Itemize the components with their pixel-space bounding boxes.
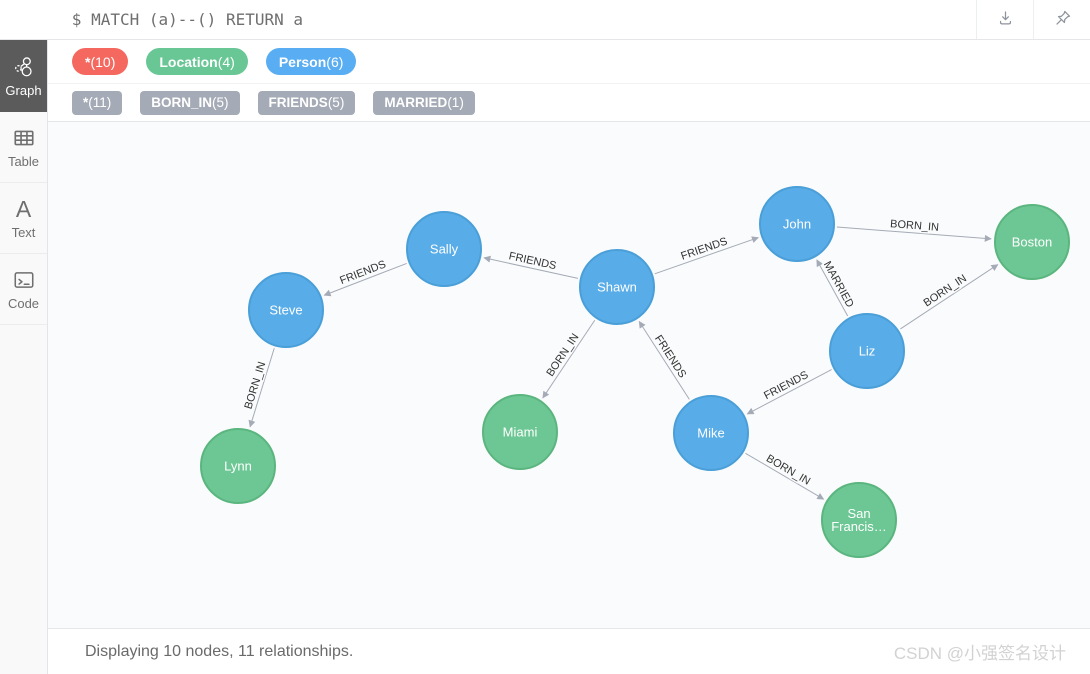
watermark: CSDN @小强签名设计 — [893, 644, 1066, 663]
sidebar-tab-graph[interactable]: Graph — [0, 40, 47, 112]
edge-type-label: FRIENDS — [762, 369, 810, 402]
text-icon: A — [15, 195, 32, 222]
query-actions — [976, 0, 1090, 39]
pin-icon — [1053, 9, 1072, 31]
graph-node[interactable]: John — [759, 186, 835, 262]
sidebar-tab-table[interactable]: Table — [0, 112, 47, 183]
pin-button[interactable] — [1033, 0, 1090, 39]
pill-name: * — [85, 53, 91, 70]
download-button[interactable] — [976, 0, 1033, 39]
graph-node[interactable]: Miami — [482, 394, 558, 470]
node-label-pill[interactable]: Location(4) — [146, 48, 248, 75]
edge-type-label: BORN_IN — [243, 360, 269, 410]
edge-type-label: MARRIED — [821, 259, 856, 309]
code-icon — [12, 267, 36, 293]
edge-type-label: FRIENDS — [652, 333, 688, 380]
graph-edge[interactable]: MARRIED — [816, 258, 857, 317]
query-text: MATCH (a)--() RETURN a — [91, 10, 303, 29]
pill-name: BORN_IN — [151, 95, 213, 110]
graph-edge[interactable]: BORN_IN — [241, 348, 275, 428]
status-text: Displaying 10 nodes, 11 relationships. — [85, 642, 354, 660]
result-view: *(10)Location(4)Person(6) *(11)BORN_IN(5… — [48, 40, 1090, 674]
node-label-pill[interactable]: Person(6) — [265, 48, 357, 75]
graph-edge[interactable]: FRIENDS — [746, 368, 832, 415]
graph-node[interactable]: Boston — [994, 204, 1070, 280]
pill-count: (1) — [447, 95, 464, 110]
relationship-type-pill[interactable]: MARRIED(1) — [373, 90, 475, 115]
sidebar-tab-label: Table — [7, 154, 40, 169]
pill-name: FRIENDS — [268, 95, 328, 110]
graph-node[interactable]: Lynn — [200, 428, 276, 504]
query-bar: $ MATCH (a)--() RETURN a — [0, 0, 1090, 40]
graph-edge[interactable]: BORN_IN — [836, 217, 992, 242]
node-label-pill[interactable]: *(10) — [72, 48, 129, 75]
graph-canvas[interactable]: FRIENDS FRIENDS BORN_IN BORN_IN FRIENDS FRIEN… — [48, 122, 1090, 628]
download-icon — [996, 9, 1015, 31]
graph-edge[interactable]: BORN_IN — [900, 264, 999, 330]
sidebar-tab-text[interactable]: A Text — [0, 183, 47, 254]
pill-name: * — [83, 95, 89, 110]
graph-node[interactable]: Mike — [673, 395, 749, 471]
sidebar-tab-code[interactable]: Code — [0, 254, 47, 325]
edge-type-label: BORN_IN — [764, 453, 812, 488]
edge-type-label: BORN_IN — [544, 331, 581, 378]
relationship-type-pill[interactable]: FRIENDS(5) — [257, 90, 356, 115]
graph-edge[interactable]: FRIENDS — [654, 234, 759, 275]
prompt-symbol: $ — [71, 10, 82, 29]
graph-edge[interactable]: FRIENDS — [638, 320, 690, 400]
graph-edge[interactable]: FRIENDS — [483, 249, 579, 279]
pill-name: Person — [278, 53, 327, 70]
graph-node[interactable]: Shawn — [579, 249, 655, 325]
sidebar-tab-label: Code — [7, 296, 40, 311]
graph-node[interactable]: Liz — [829, 313, 905, 389]
graph-edge[interactable]: BORN_IN — [542, 319, 596, 399]
relationship-type-pill[interactable]: BORN_IN(5) — [140, 90, 240, 115]
pill-name: MARRIED — [384, 95, 448, 110]
pill-count: (11) — [88, 95, 112, 110]
edge-type-label: FRIENDS — [338, 259, 387, 288]
graph-edge[interactable]: FRIENDS — [323, 257, 407, 297]
query-editor[interactable]: $ MATCH (a)--() RETURN a — [0, 0, 303, 48]
sidebar-tab-label: Text — [11, 225, 36, 240]
table-icon — [12, 125, 36, 151]
status-bar: Displaying 10 nodes, 11 relationships. C… — [48, 628, 1090, 674]
graph-visualization[interactable]: FRIENDS FRIENDS BORN_IN BORN_IN FRIENDS FRIEN… — [48, 122, 1090, 628]
graph-node[interactable]: Steve — [248, 272, 324, 348]
edge-type-label: BORN_IN — [922, 272, 969, 309]
pill-count: (4) — [217, 53, 235, 70]
sidebar-tab-label: Graph — [5, 82, 42, 98]
edge-type-label: FRIENDS — [508, 250, 558, 272]
node-label-filters: *(10) Location(4) Person(6) — [48, 40, 1090, 84]
pill-count: (5) — [327, 95, 345, 110]
relationship-type-filters: *(11)BORN_IN(5)FRIENDS(5)MARRIED(1) — [48, 84, 1090, 122]
relationship-type-pill[interactable]: *(11) — [72, 90, 123, 115]
graph-node[interactable]: Sally — [406, 211, 482, 287]
edge-type-label: BORN_IN — [890, 218, 940, 234]
pill-count: (10) — [90, 53, 116, 70]
graph-icon — [12, 54, 36, 80]
pill-count: (6) — [326, 53, 344, 70]
graph-edge[interactable]: BORN_IN — [745, 451, 825, 500]
pill-count: (5) — [212, 95, 229, 110]
pill-name: Location — [159, 53, 218, 70]
edge-type-label: FRIENDS — [679, 235, 729, 262]
